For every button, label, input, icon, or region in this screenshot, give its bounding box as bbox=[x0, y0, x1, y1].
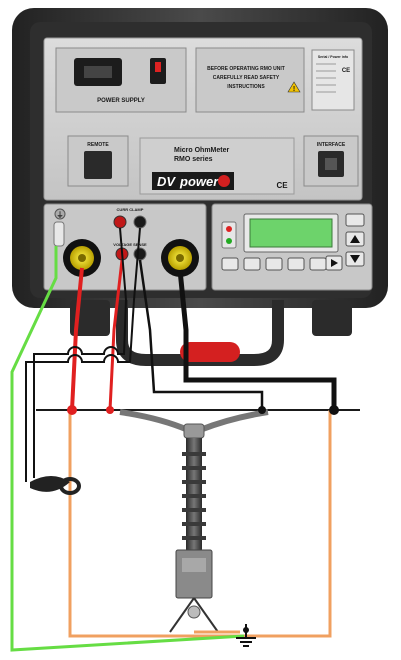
front-panel: POWER SUPPLY BEFORE OPERATING RMO UNIT C… bbox=[43, 37, 363, 201]
current-output-jack-positive[interactable] bbox=[63, 239, 101, 277]
svg-text:!: ! bbox=[293, 86, 295, 93]
disconnector-switch bbox=[119, 409, 269, 633]
red-sense-lead bbox=[108, 259, 124, 411]
current-clamp bbox=[30, 476, 81, 495]
case-foot-right bbox=[312, 300, 352, 336]
power-supply-label: POWER SUPPLY bbox=[97, 98, 145, 104]
remote-label: REMOTE bbox=[87, 142, 109, 148]
earth-ground-icon bbox=[236, 624, 256, 647]
clamp-lead-red bbox=[33, 227, 128, 478]
model-line-2: RMO series bbox=[174, 156, 213, 163]
function-key-4[interactable] bbox=[287, 257, 305, 271]
black-current-lead bbox=[177, 269, 337, 410]
current-clamp-jack-black[interactable] bbox=[133, 215, 147, 229]
red-sense-clip bbox=[106, 406, 114, 414]
svg-text:power: power bbox=[179, 174, 219, 189]
lcd-display bbox=[249, 218, 333, 248]
play-icon bbox=[331, 259, 338, 267]
ground-lead bbox=[10, 246, 245, 652]
safety-warning-area bbox=[195, 47, 305, 113]
remote-port[interactable] bbox=[84, 151, 112, 179]
dv-power-logo: DV power bbox=[152, 172, 234, 190]
drive-cabinet bbox=[175, 549, 213, 599]
ground-symbol: ⏚ bbox=[57, 211, 64, 219]
black-sense-lead bbox=[138, 259, 264, 410]
arrow-up-icon bbox=[350, 235, 360, 243]
red-current-lead bbox=[70, 267, 84, 411]
safety-line-1: BEFORE OPERATING RMO UNIT bbox=[207, 66, 285, 72]
ground-clip[interactable] bbox=[53, 221, 65, 247]
voltage-sense-jack-black[interactable] bbox=[133, 247, 147, 261]
current-clamp-jack-red[interactable] bbox=[113, 215, 127, 229]
black-current-clip bbox=[329, 405, 339, 415]
orange-conductor bbox=[68, 410, 332, 638]
handle-grip[interactable] bbox=[180, 342, 240, 362]
arrow-down-icon bbox=[350, 255, 360, 263]
interface-label: INTERFACE bbox=[317, 142, 346, 148]
clamp-lead-black bbox=[25, 227, 141, 482]
green-led-icon bbox=[226, 238, 232, 244]
function-key-1[interactable] bbox=[221, 257, 239, 271]
safety-line-3: INSTRUCTIONS bbox=[227, 84, 265, 90]
safety-line-2: CAREFULLY READ SAFETY bbox=[213, 75, 280, 81]
key-top[interactable] bbox=[345, 213, 365, 227]
lower-panel: ⏚ CURR CLAMP VOLTAGE SENSE bbox=[43, 203, 373, 291]
voltage-sense-label: VOLTAGE SENSE bbox=[113, 242, 147, 247]
function-key-3[interactable] bbox=[265, 257, 283, 271]
rating-plate bbox=[311, 49, 355, 111]
rating-plate-title: Serial / Power info bbox=[318, 55, 348, 59]
svg-text:DV: DV bbox=[157, 174, 176, 189]
ce-mark: CE bbox=[276, 181, 288, 190]
current-clamp-label: CURR CLAMP bbox=[117, 207, 144, 212]
plate-ce-mark: CE bbox=[342, 68, 350, 74]
status-leds bbox=[221, 221, 237, 249]
function-key-5[interactable] bbox=[309, 257, 327, 271]
function-key-2[interactable] bbox=[243, 257, 261, 271]
black-sense-clip bbox=[258, 406, 266, 414]
ground-terminal-icon[interactable] bbox=[54, 208, 66, 220]
model-line-1: Micro OhmMeter bbox=[174, 147, 230, 154]
warning-triangle-icon: ! bbox=[287, 81, 301, 93]
current-output-jack-negative[interactable] bbox=[161, 239, 199, 277]
red-current-clip bbox=[67, 405, 77, 415]
red-led-icon bbox=[226, 226, 232, 232]
